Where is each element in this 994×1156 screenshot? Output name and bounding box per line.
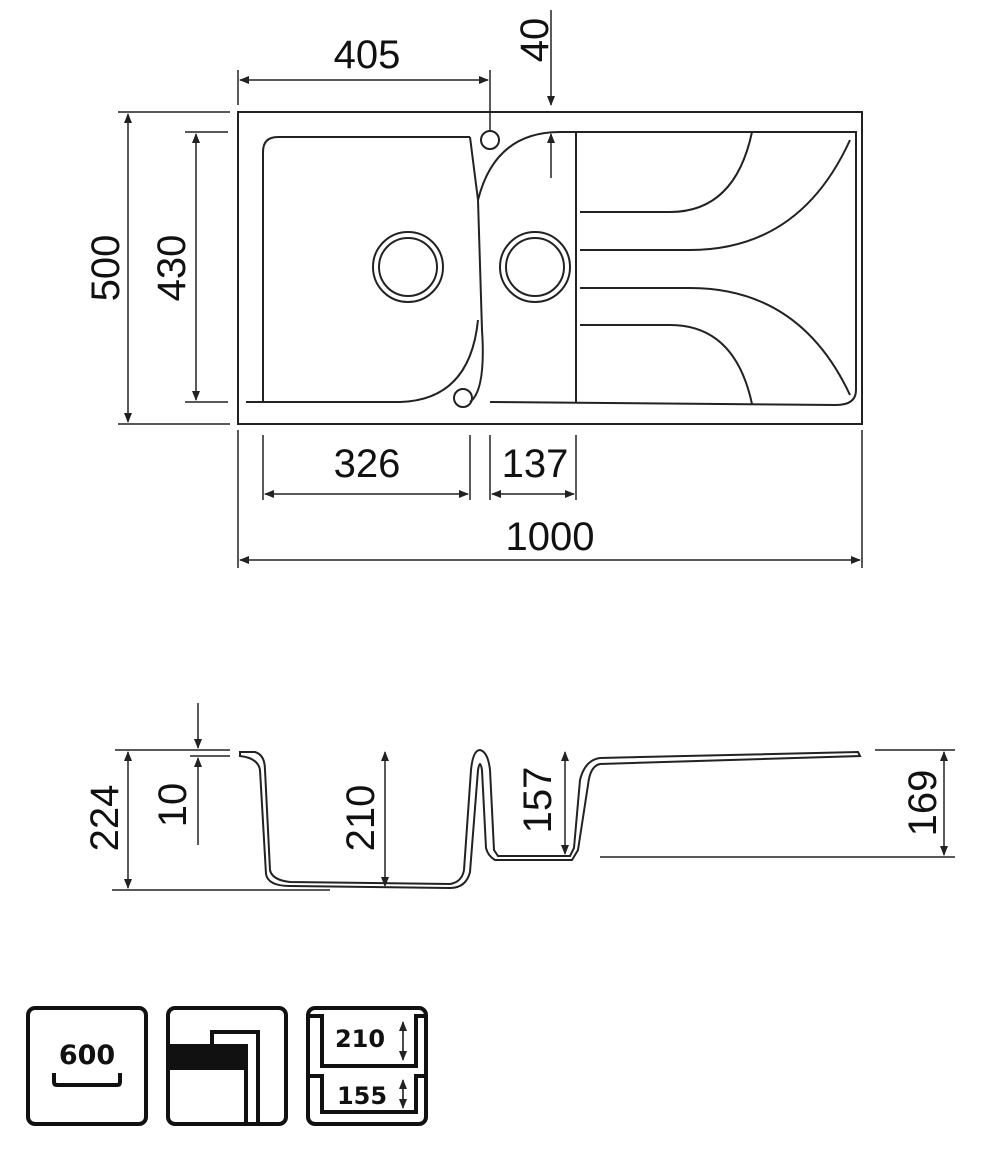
- drain-main: [372, 231, 444, 303]
- bowl-depth-second-label: 155: [337, 1082, 387, 1110]
- cabinet-size-label: 600: [59, 1040, 115, 1071]
- dim-10: 10: [151, 783, 195, 828]
- top-view: 405 40 500 430 326 137 1000: [84, 10, 863, 568]
- inset-mount-icon: [166, 1006, 288, 1126]
- dim-500: 500: [84, 235, 128, 302]
- dim-169: 169: [901, 770, 945, 837]
- tap-hole: [480, 130, 500, 150]
- dim-157: 157: [516, 767, 560, 834]
- bowl-depth-main-label: 210: [335, 1025, 385, 1053]
- drainer-grooves: [580, 131, 851, 405]
- dim-1000: 1000: [506, 515, 595, 559]
- main-bowl: [262, 136, 479, 403]
- bowl-depth-icon: 210 155: [306, 1006, 428, 1126]
- dim-40: 40: [513, 18, 557, 63]
- side-view: 224 10 210 157 169: [83, 703, 955, 891]
- drain-second: [499, 231, 571, 303]
- dim-326: 326: [334, 442, 401, 486]
- dim-430: 430: [150, 235, 194, 302]
- dim-210: 210: [339, 785, 383, 852]
- cabinet-size-icon: 600: [26, 1006, 148, 1126]
- dim-137: 137: [502, 442, 569, 486]
- overflow-hole: [453, 388, 473, 408]
- dim-224: 224: [83, 785, 127, 852]
- sink-outline: [237, 111, 863, 425]
- dim-405: 405: [334, 33, 401, 77]
- sink-profile: [239, 748, 862, 890]
- s-curve-divider: [469, 131, 561, 201]
